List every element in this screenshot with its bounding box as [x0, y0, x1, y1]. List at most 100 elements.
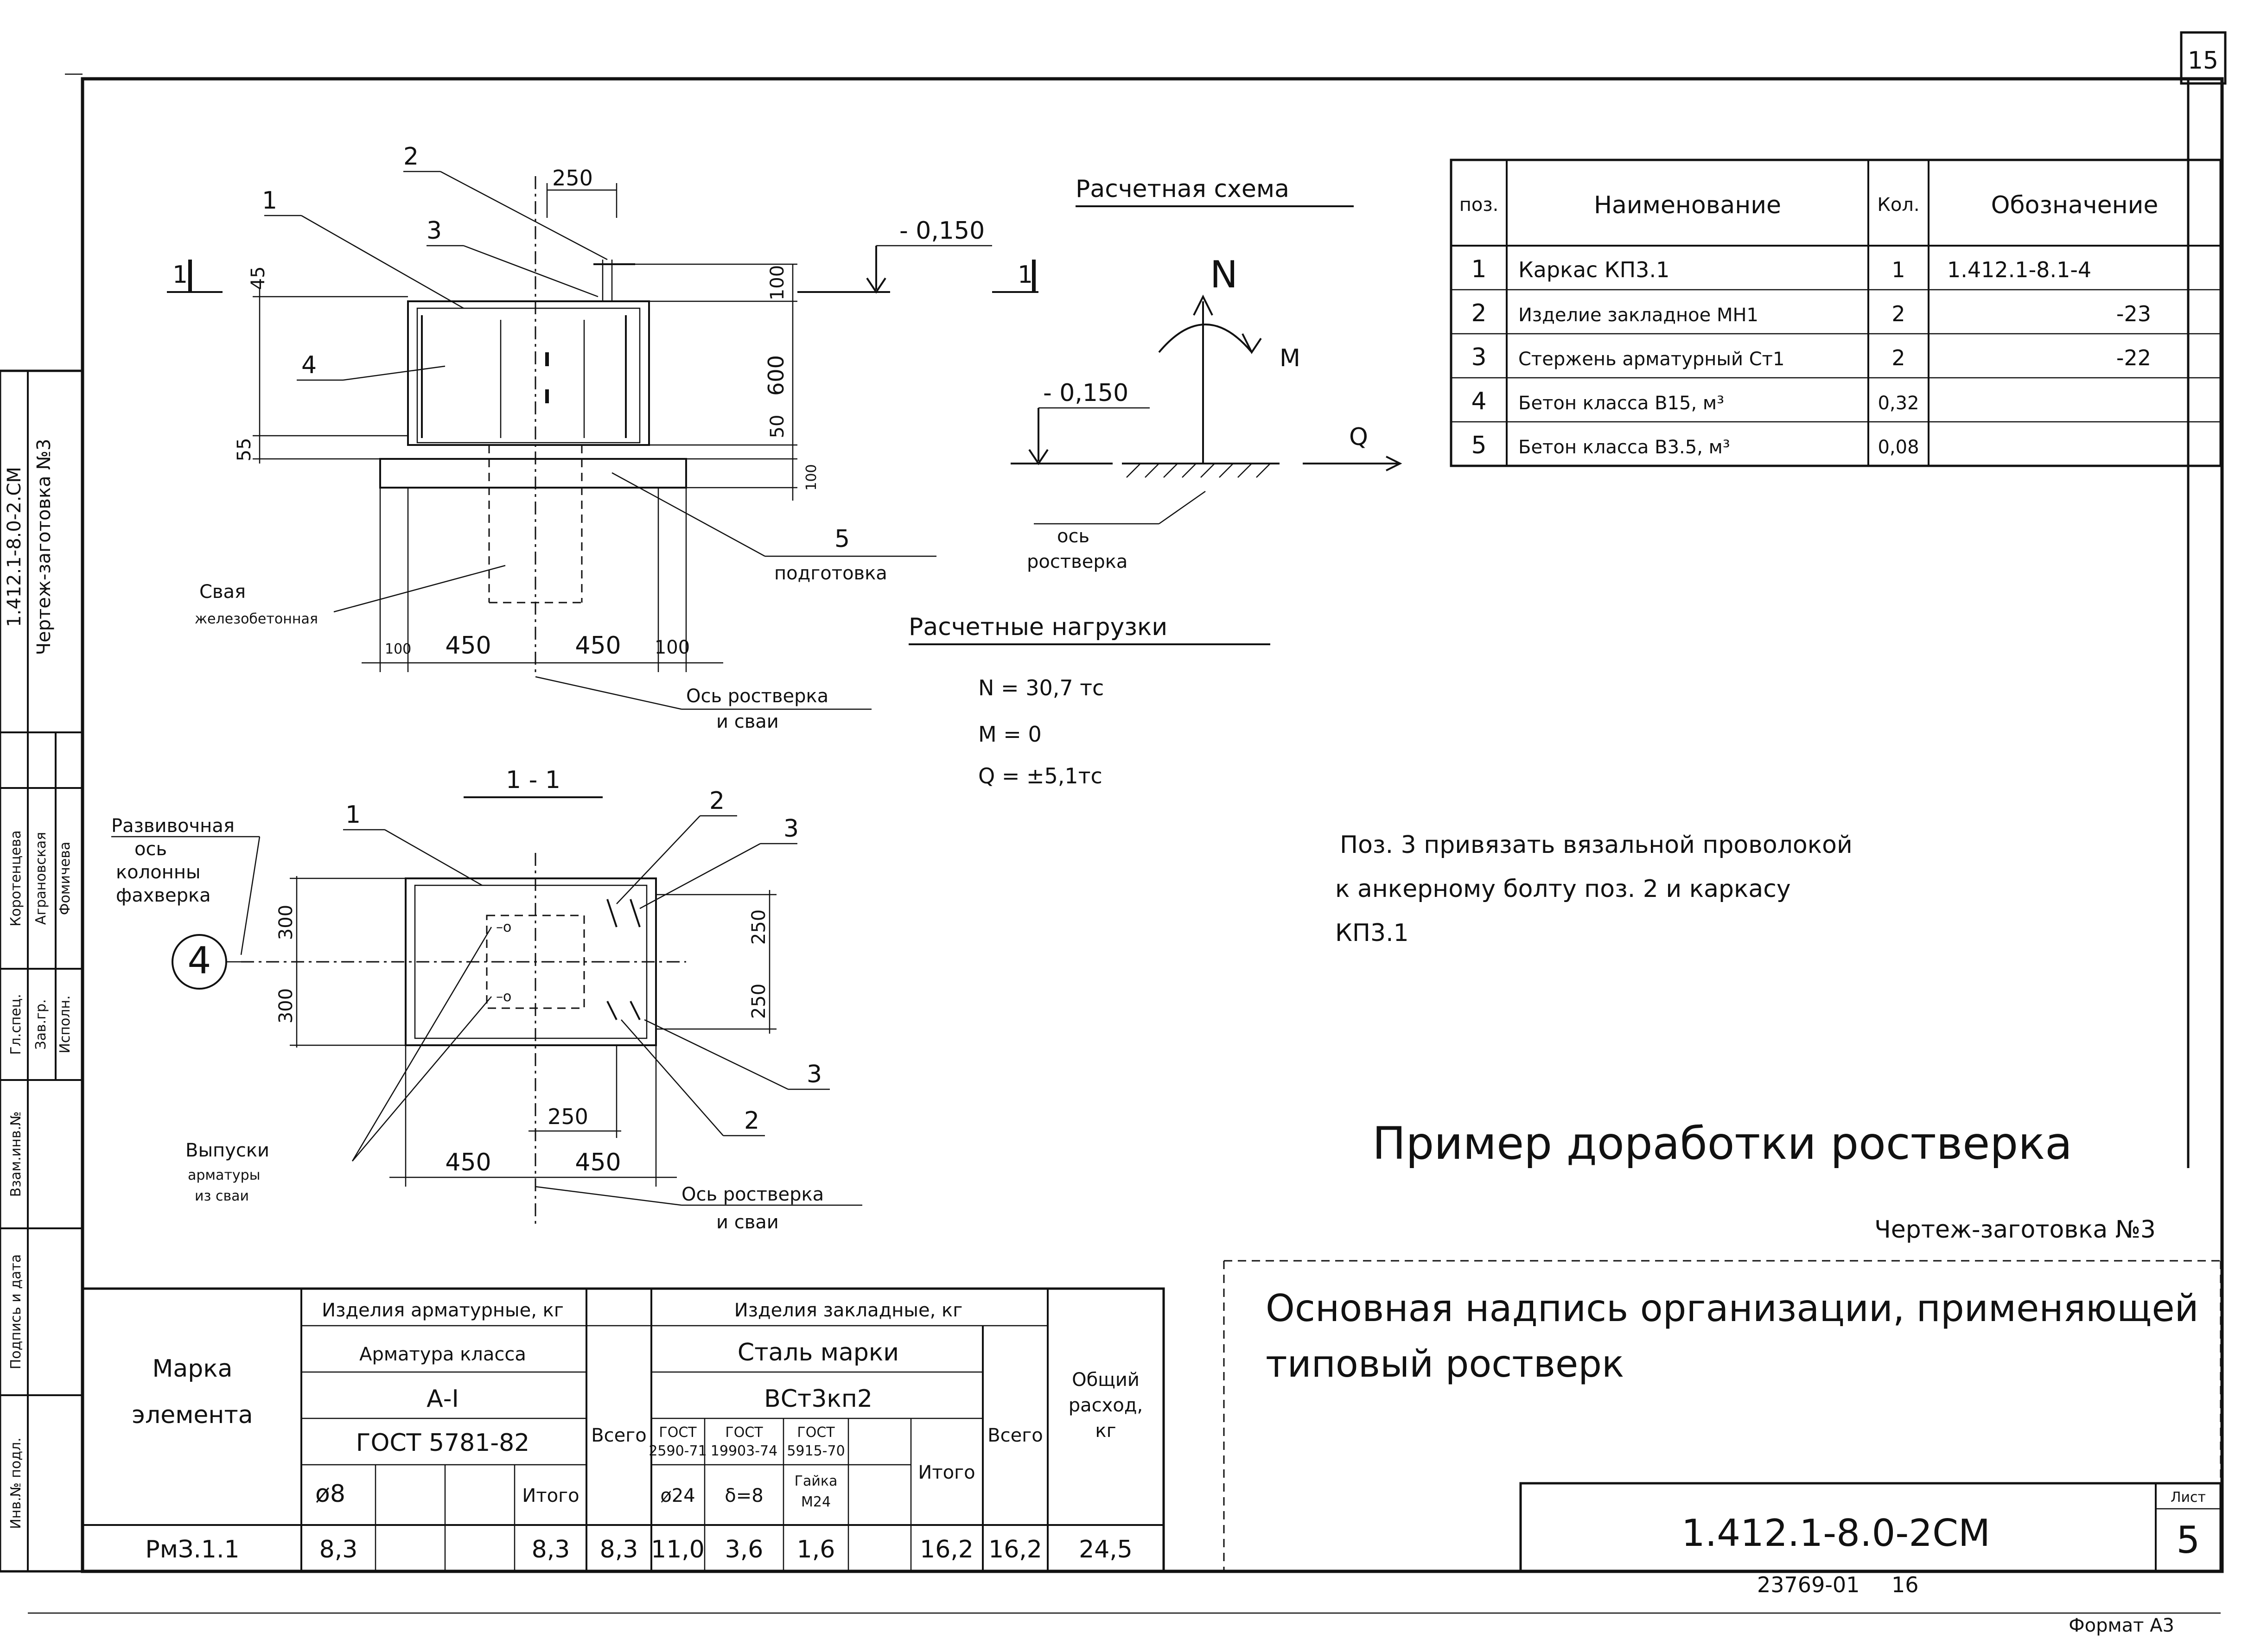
- dim-450-right: 450: [575, 632, 621, 660]
- spec-h-qty: Кол.: [1877, 194, 1919, 216]
- doc-code: 1.412.1-8.0-2СМ: [1681, 1512, 1990, 1555]
- spec-r2-code: -23: [2116, 301, 2151, 326]
- mt-row-vsego1: 8,3: [600, 1536, 638, 1563]
- mt-row-g2: 3,6: [725, 1536, 764, 1563]
- mt-h-nut1: Гайка: [795, 1473, 838, 1489]
- side-drawing: Чертеж-заготовка №3: [33, 439, 55, 655]
- section-drawing: 1 - 1 –о –о 4 Развивочная ось колонны фа…: [111, 766, 862, 1233]
- sec-num-1: 1: [345, 801, 361, 829]
- dim-100-top: 100: [767, 265, 788, 300]
- materials-table: Марка элемента Изделия арматурные, кг Ар…: [81, 1287, 1165, 1573]
- elevation-drawing: 250 100 600 50 100 45 55 1 1 - 0,150: [167, 143, 1038, 732]
- spec-r3-code: -22: [2116, 345, 2151, 370]
- spec-r3-name: Стержень арматурный Ст1: [1518, 349, 1784, 370]
- mt-h-vsego1: Всего: [591, 1425, 647, 1446]
- spec-r4-name: Бетон класса В15, м³: [1518, 393, 1724, 414]
- spec-h-code: Обозначение: [1991, 191, 2159, 219]
- load-m: M = 0: [978, 722, 1042, 747]
- note: Поз. 3 привязать вязальной проволокой к …: [1335, 831, 1853, 947]
- mt-h-g1a: ГОСТ: [659, 1424, 697, 1441]
- sec-num-2-top: 2: [709, 787, 725, 815]
- mt-h-d8: ø8: [315, 1480, 345, 1508]
- drawing-subtitle: Чертеж-заготовка №3: [1874, 1216, 2156, 1244]
- scheme-axis-1: ось: [1057, 526, 1089, 547]
- side-field-2: Подпись и дата: [8, 1254, 24, 1370]
- dim-45: 45: [248, 267, 269, 290]
- mt-row-d8: 8,3: [319, 1536, 358, 1563]
- mt-h-total-3: кг: [1095, 1420, 1116, 1442]
- load-n: N = 30,7 тс: [978, 675, 1104, 700]
- rebar-hook-2: –о: [496, 989, 511, 1005]
- calc-scheme: Расчетная схема N M Q - 0,150 ось ростве: [1011, 175, 1402, 572]
- scheme-n: N: [1210, 253, 1238, 296]
- mt-h-g1b: 2590-71: [649, 1443, 707, 1459]
- note-line-2: к анкерному болту поз. 2 и каркасу: [1335, 875, 1791, 903]
- spec-table: поз. Наименование Кол. Обозначение 1 Кар…: [1450, 159, 2222, 467]
- mt-h-gost: ГОСТ 5781-82: [356, 1429, 530, 1457]
- sec-dim-300-bottom: 300: [275, 988, 297, 1023]
- plan-num-1: 1: [262, 187, 277, 215]
- dim-450-left: 450: [445, 632, 491, 660]
- spec-r5-name: Бетон класса В3.5, м³: [1518, 437, 1730, 458]
- sec-dim-250-r2: 250: [748, 984, 770, 1019]
- pile-label-2: железобетонная: [195, 611, 318, 627]
- razb-line-1: Развивочная: [111, 815, 235, 837]
- sheet-number: 5: [2177, 1519, 2200, 1562]
- dim-100-right: 100: [803, 464, 820, 490]
- dim-55: 55: [234, 438, 255, 462]
- mt-h-steel: Сталь марки: [738, 1339, 899, 1366]
- mt-row-mark: РмЗ.1.1: [145, 1536, 239, 1563]
- corner-number: 15: [2188, 47, 2218, 75]
- title-area: Пример доработки ростверка Чертеж-загото…: [1223, 1118, 2225, 1636]
- mt-h-rebar: Изделия арматурные, кг: [322, 1300, 564, 1321]
- vypuski-line-2: арматуры: [188, 1167, 260, 1183]
- sec-axis-2: и сваи: [716, 1212, 779, 1233]
- mt-h-mark-1: Марка: [152, 1355, 232, 1383]
- plan-axis-1: Ось ростверка: [686, 686, 828, 707]
- note-line-3: КП3.1: [1335, 919, 1409, 947]
- side-code: 1.412.1-8.0-2.СМ: [4, 467, 25, 627]
- side-stamp: 1.412.1-8.0-2.СМ Чертеж-заготовка №3 Гл.…: [0, 369, 84, 1573]
- razb-line-3: колонны: [116, 862, 201, 883]
- mt-h-g2a: ГОСТ: [725, 1424, 763, 1441]
- mt-h-d24: ø24: [660, 1485, 695, 1506]
- sec-dim-250-r1: 250: [748, 909, 770, 945]
- spec-r5-pos: 5: [1471, 432, 1486, 459]
- sec-dim-250-bottom: 250: [548, 1104, 588, 1129]
- dim-50: 50: [767, 415, 788, 438]
- scheme-q: Q: [1349, 423, 1368, 451]
- mt-h-itogo2: Итого: [918, 1462, 975, 1483]
- inventory-copy: 16: [1891, 1572, 1919, 1597]
- stamp-line-1: Основная надпись организации, применяюще…: [1266, 1287, 2199, 1330]
- spec-r4-qty: 0,32: [1878, 393, 1919, 414]
- spec-r1-code: 1.412.1-8.1-4: [1947, 257, 2091, 282]
- side-name-2: Аграновская: [33, 832, 49, 925]
- mt-h-vsego2: Всего: [987, 1425, 1043, 1446]
- side-name-3: Фомичева: [57, 842, 73, 915]
- dim-100-end: 100: [655, 637, 690, 658]
- side-role-2: Зав.гр.: [33, 999, 49, 1049]
- mt-h-rebar-class: Арматура класса: [359, 1344, 526, 1365]
- section-title: 1 - 1: [506, 766, 560, 794]
- mt-h-nut2: М24: [801, 1494, 831, 1510]
- side-name-1: Коротенцева: [8, 830, 24, 927]
- side-field-3: Взам.инв.№: [8, 1112, 24, 1197]
- spec-r1-pos: 1: [1471, 255, 1486, 283]
- axis-circle-number: 4: [188, 939, 211, 982]
- sec-axis-1: Ось ростверка: [681, 1184, 824, 1205]
- plan-num-2: 2: [403, 143, 419, 171]
- dim-100-left: 100: [385, 641, 411, 657]
- mt-row-itogo2: 16,2: [920, 1536, 974, 1563]
- load-q: Q = ±5,1тс: [978, 763, 1102, 788]
- section-mark-left: 1: [172, 261, 188, 289]
- section-mark-right: 1: [1018, 261, 1033, 289]
- spec-r2-qty: 2: [1891, 301, 1905, 326]
- mt-h-g3a: ГОСТ: [797, 1424, 835, 1441]
- mt-h-g2b: 19903-74: [711, 1443, 777, 1459]
- dim-600: 600: [764, 355, 789, 396]
- rebar-hook-1: –о: [496, 919, 511, 935]
- sec-num-3-bottom: 3: [807, 1061, 822, 1088]
- spec-h-name: Наименование: [1594, 191, 1781, 219]
- spec-r1-name: Каркас КП3.1: [1518, 257, 1669, 282]
